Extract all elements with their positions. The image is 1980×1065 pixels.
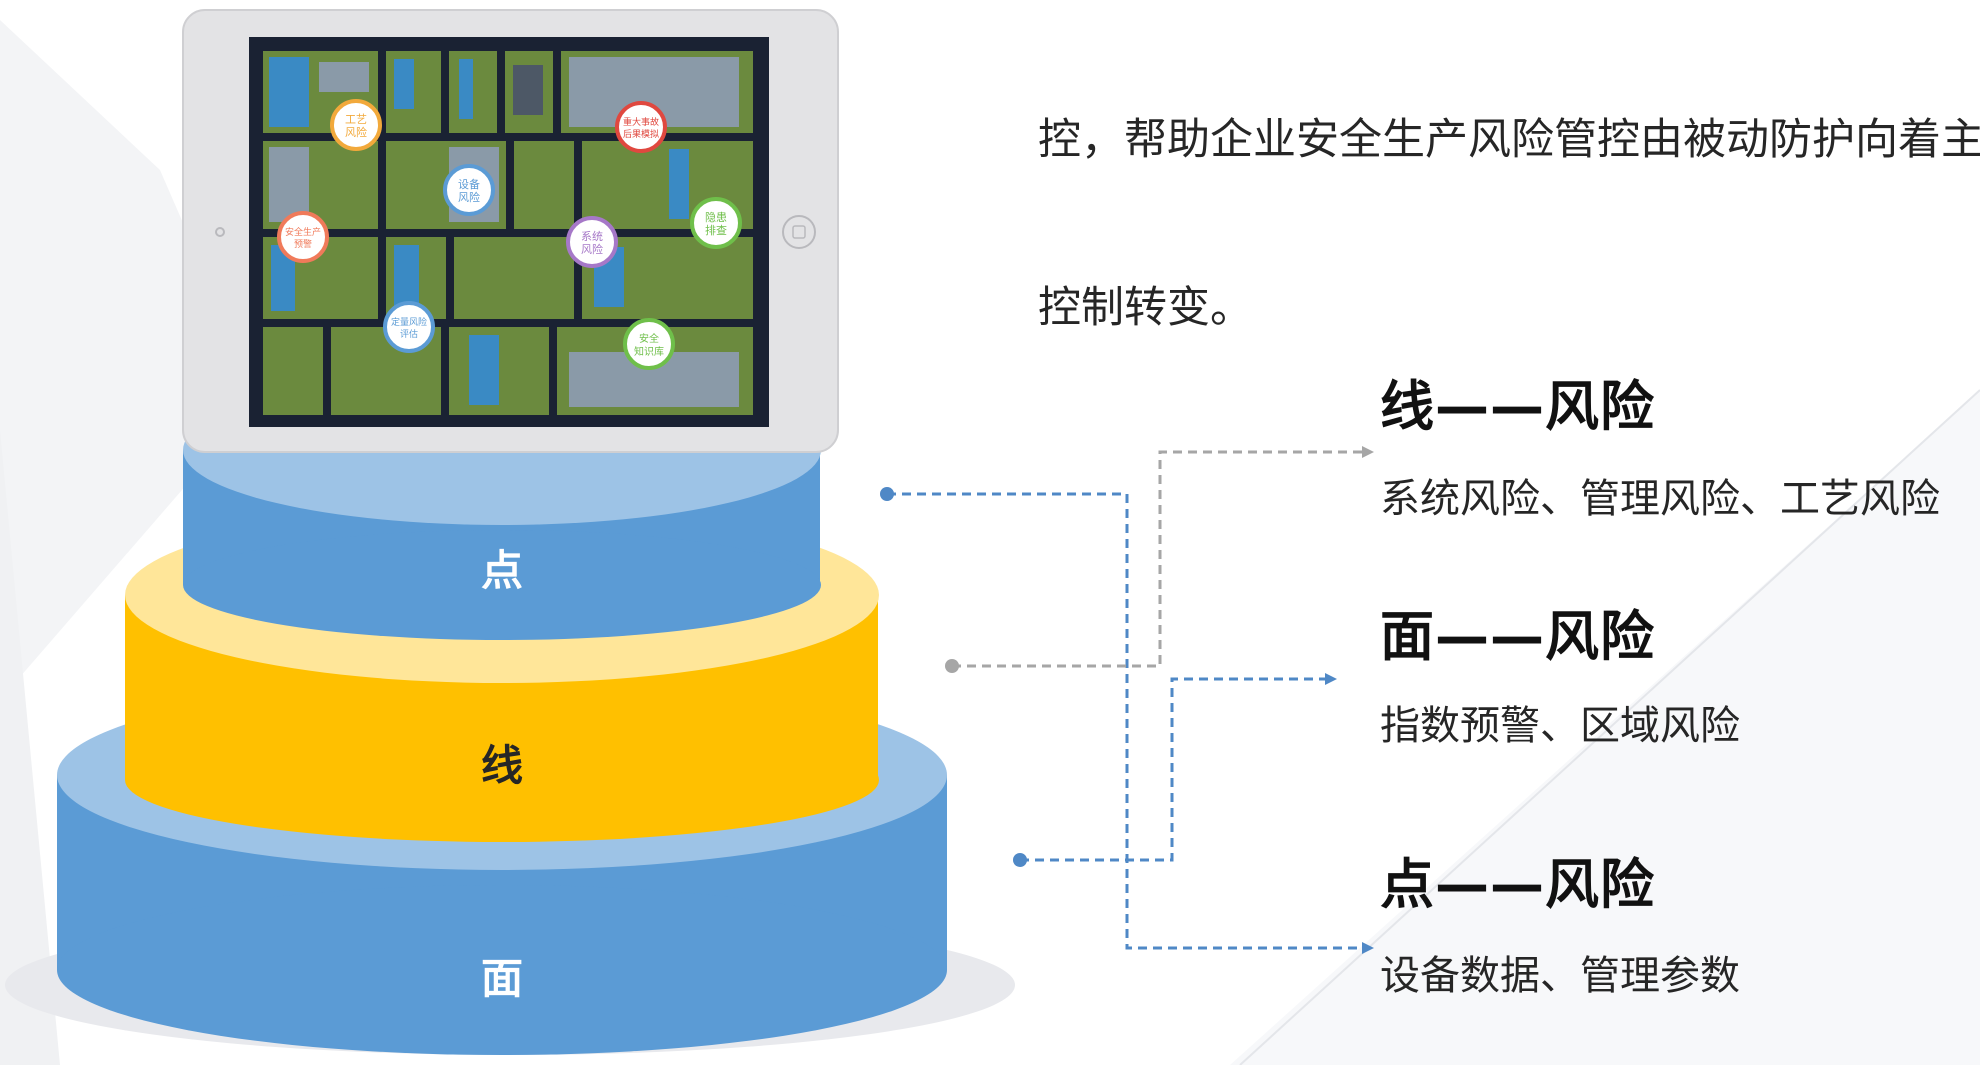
svg-text:定量风险: 定量风险 bbox=[391, 316, 427, 328]
svg-text:安全生产: 安全生产 bbox=[285, 226, 321, 238]
risk-area-title: 面——风险 bbox=[1380, 605, 1655, 668]
risk-line-title: 线——风险 bbox=[1380, 375, 1655, 438]
svg-text:重大事故: 重大事故 bbox=[623, 116, 659, 128]
intro-line-1: 控，帮助企业安全生产风险管控由被动防护向着主动 bbox=[1038, 115, 1980, 165]
risk-line-desc: 系统风险、管理风险、工艺风险 bbox=[1380, 476, 1940, 522]
svg-text:后果模拟: 后果模拟 bbox=[623, 128, 659, 140]
svg-text:系统: 系统 bbox=[581, 230, 603, 243]
tier-top-label: 点 bbox=[481, 546, 523, 595]
pin-system-risk: 系统风险 bbox=[566, 216, 618, 268]
risk-point-title: 点——风险 bbox=[1380, 853, 1655, 916]
intro-text: 控，帮助企业安全生产风险管控由被动防护向着主动 控制转变。 bbox=[1038, 0, 1980, 392]
tablet-home-button bbox=[782, 215, 816, 249]
svg-text:风险: 风险 bbox=[345, 125, 367, 139]
tier-bottom-label: 面 bbox=[481, 954, 523, 1003]
intro-line-2: 控制转变。 bbox=[1038, 283, 1253, 333]
pin-process-risk: 工艺风险 bbox=[330, 99, 382, 151]
risk-point-desc: 设备数据、管理参数 bbox=[1380, 953, 1740, 999]
svg-text:预警: 预警 bbox=[294, 238, 312, 250]
connector-ends bbox=[880, 446, 1374, 954]
svg-text:排查: 排查 bbox=[705, 223, 727, 237]
tablet-camera bbox=[215, 227, 225, 237]
tier-middle-label: 线 bbox=[481, 741, 523, 790]
svg-text:知识库: 知识库 bbox=[634, 345, 664, 358]
svg-text:安全: 安全 bbox=[639, 332, 659, 345]
svg-text:风险: 风险 bbox=[581, 242, 603, 256]
svg-text:隐患: 隐患 bbox=[705, 211, 727, 224]
svg-text:风险: 风险 bbox=[458, 190, 480, 204]
map-blocks bbox=[263, 51, 753, 415]
connectors bbox=[887, 450, 1362, 950]
svg-text:评估: 评估 bbox=[400, 328, 418, 340]
risk-area-desc: 指数预警、区域风险 bbox=[1380, 703, 1740, 749]
svg-text:设备: 设备 bbox=[458, 177, 480, 191]
svg-text:工艺: 工艺 bbox=[345, 113, 367, 126]
